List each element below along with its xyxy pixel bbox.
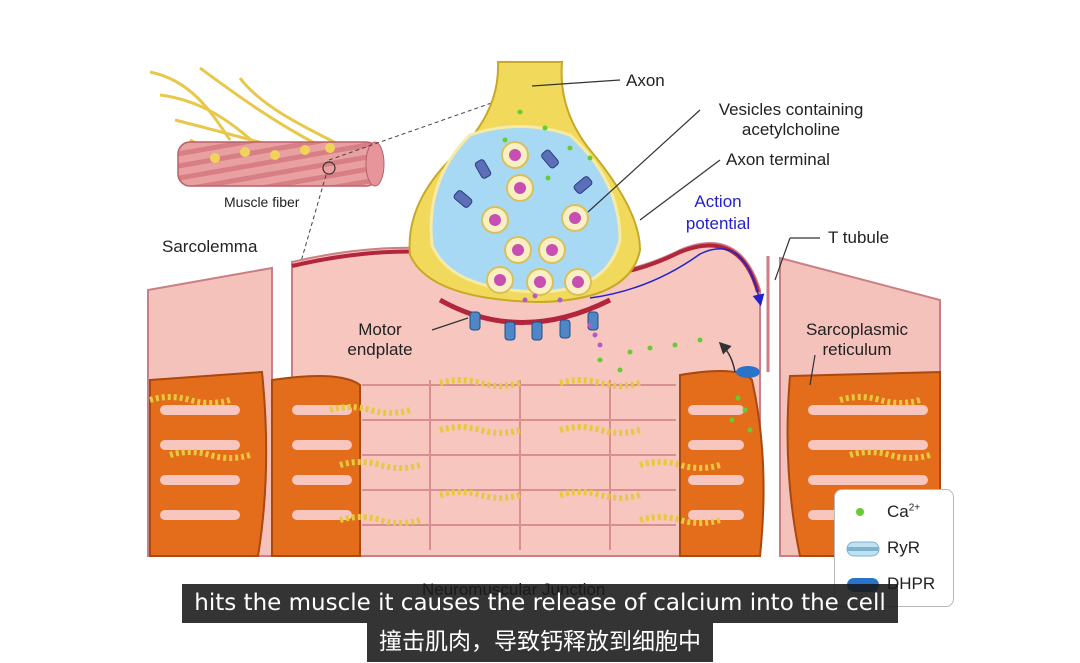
vesicles-label-line2: acetylcholine xyxy=(741,120,841,139)
action-potential-label-line2: potential xyxy=(685,214,751,233)
motor-endplate-membrane xyxy=(438,297,612,325)
calcium-release-arrow xyxy=(718,341,736,373)
dhpr-channel xyxy=(736,366,760,378)
legend-ca: Ca xyxy=(887,502,909,521)
legend-dhpr: DHPR xyxy=(887,574,936,593)
muscle-fiber-inset xyxy=(149,66,385,187)
calcium-dots xyxy=(502,109,753,433)
ryr-legend-icon xyxy=(846,541,880,557)
t-tubule-label: T tubule xyxy=(828,228,890,247)
subtitle-english-bar: hits the muscle it causes the release of… xyxy=(0,584,1080,623)
legend-ryr: RyR xyxy=(887,538,921,557)
calcium-legend-icon xyxy=(856,508,864,516)
vesicles-label-line1: Vesicles containing xyxy=(718,100,864,119)
motor-endplate-label-line2: endplate xyxy=(347,340,413,359)
myofibrils xyxy=(149,377,931,550)
zoom-dash-line xyxy=(328,99,501,161)
subtitle-chinese: 撞击肌肉，导致钙释放到细胞中 xyxy=(367,623,713,662)
legend-ca-charge: 2+ xyxy=(908,502,921,514)
axon-terminal-label: Axon terminal xyxy=(726,150,830,169)
subtitle-chinese-bar: 撞击肌肉，导致钙释放到细胞中 xyxy=(0,623,1080,662)
axon-label: Axon xyxy=(626,71,665,90)
axon-terminal xyxy=(408,61,642,304)
acetylcholine-dots xyxy=(522,293,603,348)
sarcoplasmic-reticulum-label-line2: reticulum xyxy=(822,340,892,359)
subtitle-english: hits the muscle it causes the release of… xyxy=(182,584,898,623)
zoom-dash-line xyxy=(299,174,327,266)
leader-lines xyxy=(431,79,820,386)
action-potential-arrow xyxy=(589,248,765,307)
muscle-fiber-label: Muscle fiber xyxy=(224,194,300,210)
motor-endplate-label-line1: Motor xyxy=(358,320,402,339)
sarcoplasmic-reticulum-label-line1: Sarcoplasmic xyxy=(805,320,909,339)
sarcolemma-label: Sarcolemma xyxy=(162,237,258,256)
action-potential-label-line1: Action xyxy=(694,192,742,211)
